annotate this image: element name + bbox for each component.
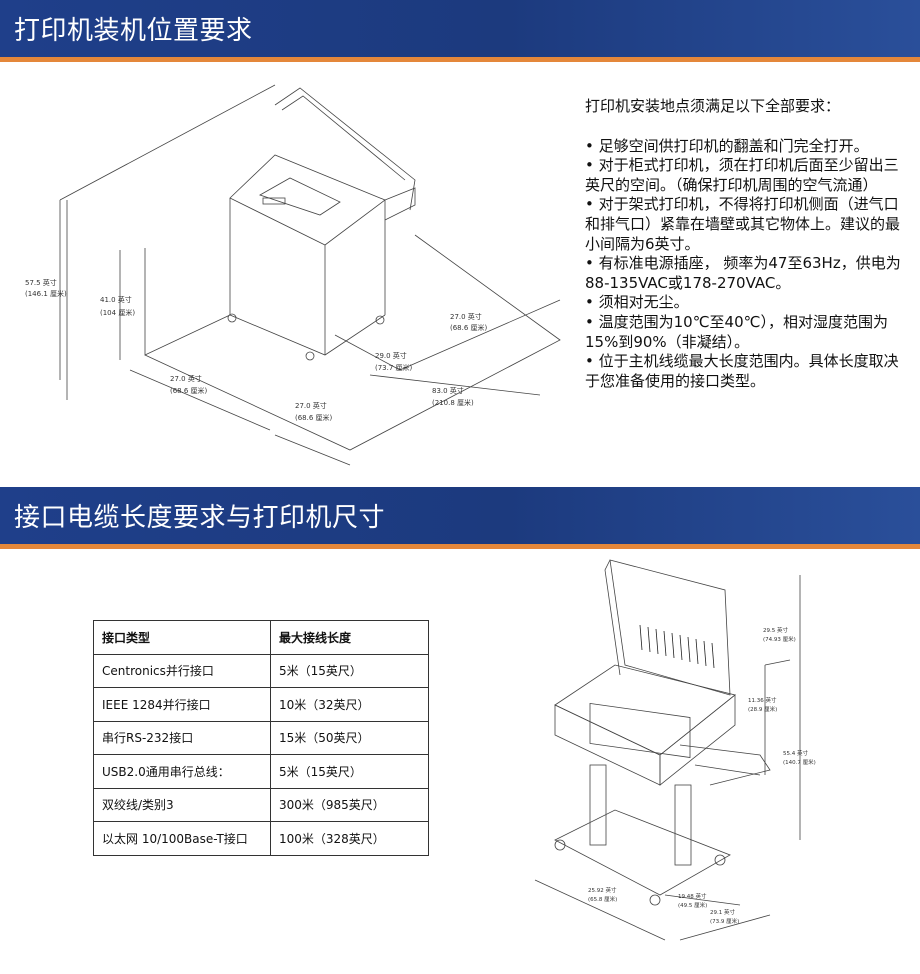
- dim-mid: 11.36 英寸: [748, 696, 777, 704]
- dim-mid-cm: (28.9 厘米): [748, 705, 777, 713]
- requirement-line: 打印机安装地点须满足以下全部要求：: [585, 97, 841, 115]
- table-header-row: 接口类型 最大接线长度: [93, 620, 429, 655]
- dim-right-cm: (68.6 厘米): [450, 323, 488, 332]
- pedestal-printer-drawing: 29.5 英寸 (74.93 厘米) 11.36 英寸 (28.9 厘米) 55…: [534, 559, 816, 941]
- dim-total: 83.0 英寸: [432, 386, 464, 395]
- table-row: 以太网 10/100Base-T接口 100米（328英尺）: [93, 821, 429, 856]
- dim-total-height: 57.5 英寸: [25, 278, 57, 287]
- table-cell: 串行RS-232接口: [93, 720, 271, 755]
- section2-title: 接口电缆长度要求与打印机尺寸: [14, 503, 386, 533]
- table-row: Centronics并行接口 5米（15英尺）: [93, 653, 429, 688]
- table-cell: 10米（32英尺）: [270, 687, 429, 722]
- dim-height: 55.4 英寸: [783, 749, 808, 757]
- dim-w2: 19.48 英寸: [678, 892, 707, 900]
- dim-cabinet-height-cm: (104 厘米): [100, 308, 135, 317]
- requirements-text: 打印机安装地点须满足以下全部要求： • 足够空间供打印机的翻盖和门完全打开。 •…: [585, 97, 905, 391]
- dim-right: 27.0 英寸: [450, 312, 482, 321]
- dim-total-cm: (210.8 厘米): [432, 398, 474, 407]
- pedestal-printer-diagram: 29.5 英寸 (74.93 厘米) 11.36 英寸 (28.9 厘米) 55…: [530, 555, 910, 955]
- table-cell: 5米（15英尺）: [270, 754, 429, 789]
- dim-w3: 29.1 英寸: [710, 908, 735, 916]
- table-cell: 100米（328英尺）: [270, 821, 429, 856]
- dim-w3-cm: (73.9 厘米): [710, 917, 739, 925]
- table-cell: 300米（985英尺）: [270, 787, 429, 822]
- table-cell: Centronics并行接口: [93, 653, 271, 688]
- table-cell: USB2.0通用串行总线：: [93, 754, 271, 789]
- table-header: 接口类型: [93, 620, 271, 655]
- dim-w1: 25.92 英寸: [588, 886, 617, 894]
- requirement-line: • 须相对无尘。: [585, 293, 689, 312]
- dim-height-cm: (140.7 厘米): [783, 758, 816, 766]
- table-row: 串行RS-232接口 15米（50英尺）: [93, 720, 429, 755]
- dim-top-cm: (74.93 厘米): [763, 635, 796, 643]
- dim-left-cm: (68.6 厘米): [170, 386, 208, 395]
- orange-rule: [0, 544, 920, 549]
- table-header: 最大接线长度: [270, 620, 429, 655]
- dim-depth: 29.0 英寸: [375, 351, 407, 360]
- dim-front-cm: (68.6 厘米): [295, 413, 333, 422]
- table-cell: IEEE 1284并行接口: [93, 687, 271, 722]
- dim-cabinet-height: 41.0 英寸: [100, 295, 132, 304]
- table-cell: 15米（50英尺）: [270, 720, 429, 755]
- table-row: IEEE 1284并行接口 10米（32英尺）: [93, 687, 429, 722]
- section1-banner: 打印机装机位置要求: [0, 0, 920, 62]
- table-cell: 以太网 10/100Base-T接口: [93, 821, 271, 856]
- dim-top: 29.5 英寸: [763, 626, 788, 634]
- cabinet-printer-diagram: 57.5 英寸 (146.1 厘米) 41.0 英寸 (104 厘米) 27.0…: [20, 70, 580, 470]
- dim-depth-cm: (73.7 厘米): [375, 363, 413, 372]
- table-cell: 双绞线/类别3: [93, 787, 271, 822]
- table-row: USB2.0通用串行总线： 5米（15英尺）: [93, 754, 429, 789]
- requirement-line: • 足够空间供打印机的翻盖和门完全打开。: [585, 136, 869, 155]
- dim-w2-cm: (49.5 厘米): [678, 901, 707, 909]
- dim-w1-cm: (65.8 厘米): [588, 895, 617, 903]
- dim-total-height-cm: (146.1 厘米): [25, 289, 67, 298]
- requirement-line: • 温度范围为10℃至40℃），相对湿度范围为15%到90%（非凝结）。: [585, 312, 888, 351]
- cable-length-table: 接口类型 最大接线长度 Centronics并行接口 5米（15英尺） IEEE…: [93, 620, 429, 856]
- table-row: 双绞线/类别3 300米（985英尺）: [93, 787, 429, 822]
- cabinet-printer-drawing: 57.5 英寸 (146.1 厘米) 41.0 英寸 (104 厘米) 27.0…: [25, 84, 561, 466]
- orange-rule: [0, 57, 920, 62]
- dim-left: 27.0 英寸: [170, 374, 202, 383]
- dim-front: 27.0 英寸: [295, 401, 327, 410]
- spacer: [585, 117, 905, 137]
- table-cell: 5米（15英尺）: [270, 653, 429, 688]
- requirement-line: • 有标准电源插座， 频率为47至63Hz，供电为88-135VAC或178-2…: [585, 254, 901, 292]
- section1-title: 打印机装机位置要求: [14, 16, 253, 46]
- requirement-line: • 对于柜式打印机，须在打印机后面至少留出三英尺的空间。（确保打印机周围的空气流…: [585, 156, 899, 194]
- requirement-line: • 位于主机线缆最大长度范围内。具体长度取决于您准备使用的接口类型。: [585, 352, 899, 390]
- requirement-line: • 对于架式打印机，不得将打印机侧面（进气口和排气口）紧靠在墙壁或其它物体上。建…: [585, 195, 901, 253]
- section2-banner: 接口电缆长度要求与打印机尺寸: [0, 487, 920, 549]
